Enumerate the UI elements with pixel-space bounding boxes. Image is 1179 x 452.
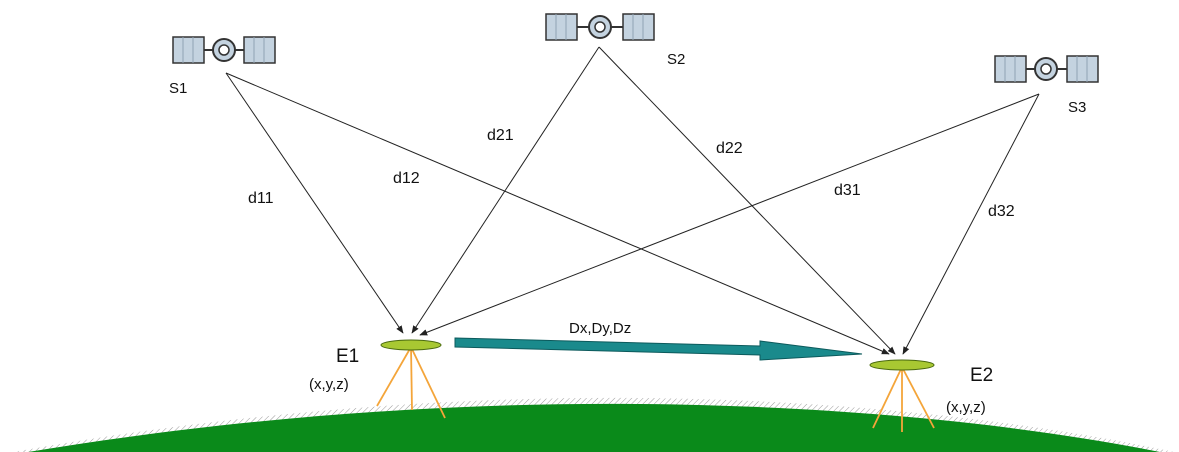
station-e2-tripod-icon	[869, 359, 935, 432]
satellite-label-s2: S2	[667, 51, 685, 68]
station-coords-e1: (x,y,z)	[309, 376, 349, 393]
satellite-s2-icon	[545, 13, 655, 41]
signal-lines	[225, 46, 1040, 355]
baseline-vector-arrow	[454, 337, 863, 361]
distance-label-d31: d31	[834, 182, 861, 199]
station-coords-e2: (x,y,z)	[946, 399, 986, 416]
satellite-s1-icon	[172, 36, 276, 64]
satellite-s3-icon	[994, 55, 1099, 83]
ground-fill	[28, 403, 1160, 452]
station-e1-tripod-icon	[376, 339, 446, 419]
satellite-label-s3: S3	[1068, 99, 1086, 116]
distance-label-d12: d12	[393, 170, 420, 187]
distance-label-d32: d32	[988, 203, 1015, 220]
satellite-label-s1: S1	[169, 80, 187, 97]
signal-line-d21	[411, 46, 600, 334]
distance-label-d21: d21	[487, 127, 514, 144]
station-label-e2: E2	[970, 365, 993, 386]
distance-label-d22: d22	[716, 140, 743, 157]
baseline-vector-label: Dx,Dy,Dz	[569, 320, 631, 337]
signal-line-d32	[902, 93, 1040, 355]
station-e2-receiver	[869, 359, 935, 371]
signal-line-d22	[598, 46, 896, 355]
signal-line-d31	[419, 93, 1040, 336]
station-e1-receiver	[380, 339, 442, 351]
distance-label-d11: d11	[248, 190, 274, 207]
station-label-e1: E1	[336, 346, 359, 367]
ground-hill	[14, 397, 1174, 452]
signal-line-d12	[225, 72, 890, 355]
signal-line-d11	[225, 72, 404, 334]
